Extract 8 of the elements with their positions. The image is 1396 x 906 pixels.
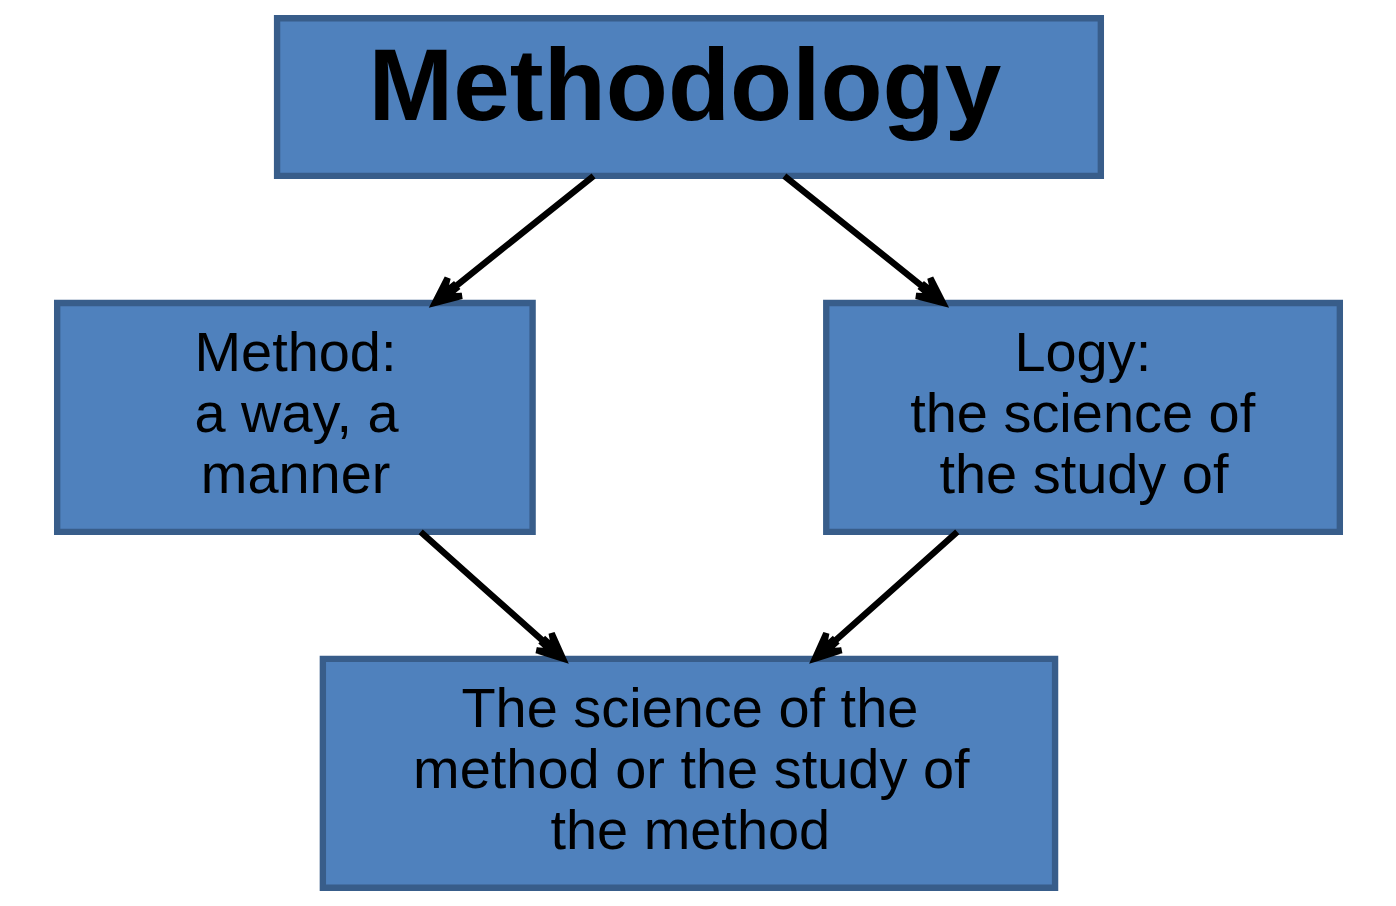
arrow [431, 173, 596, 307]
arrow [418, 529, 566, 662]
node-box: Method: a way, a manner [53, 299, 536, 535]
arrow [781, 173, 946, 307]
node-box: Methodology [273, 15, 1104, 180]
node-box: Logy: the science of the study of [822, 299, 1343, 535]
node-box: The science of the method or the study of the method [319, 655, 1058, 891]
arrow [811, 529, 959, 662]
